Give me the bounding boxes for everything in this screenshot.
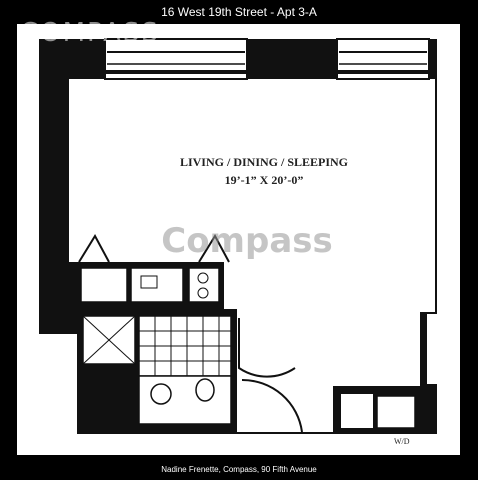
footer-credit: Nadine Frenette, Compass, 90 Fifth Avenu…: [161, 465, 317, 474]
entry-door: [241, 378, 303, 433]
bathroom-fixtures: [138, 375, 232, 425]
watermark-center: Compass: [161, 221, 333, 261]
watermark-logo: COMPASS: [20, 18, 160, 48]
door-arc-right: [198, 233, 230, 263]
floor-plan: LIVING / DINING / SLEEPING 19’-1” X 20’-…: [17, 24, 460, 455]
room-name: LIVING / DINING / SLEEPING: [179, 155, 349, 169]
room-label: LIVING / DINING / SLEEPING 19’-1” X 20’-…: [141, 153, 387, 189]
bathroom-door: [238, 318, 296, 378]
door-arc-left: [78, 233, 110, 263]
wd-label: W/D: [394, 437, 410, 446]
room-dimensions: 19’-1” X 20’-0”: [224, 173, 304, 187]
floor-plan-drawing: [39, 38, 437, 434]
toilet: [195, 378, 215, 402]
kitchen-sink: [80, 267, 128, 303]
kitchen-stove: [188, 267, 220, 303]
listing-title: 16 West 19th Street - Apt 3-A: [161, 5, 317, 19]
bathroom-sink: [150, 383, 172, 405]
